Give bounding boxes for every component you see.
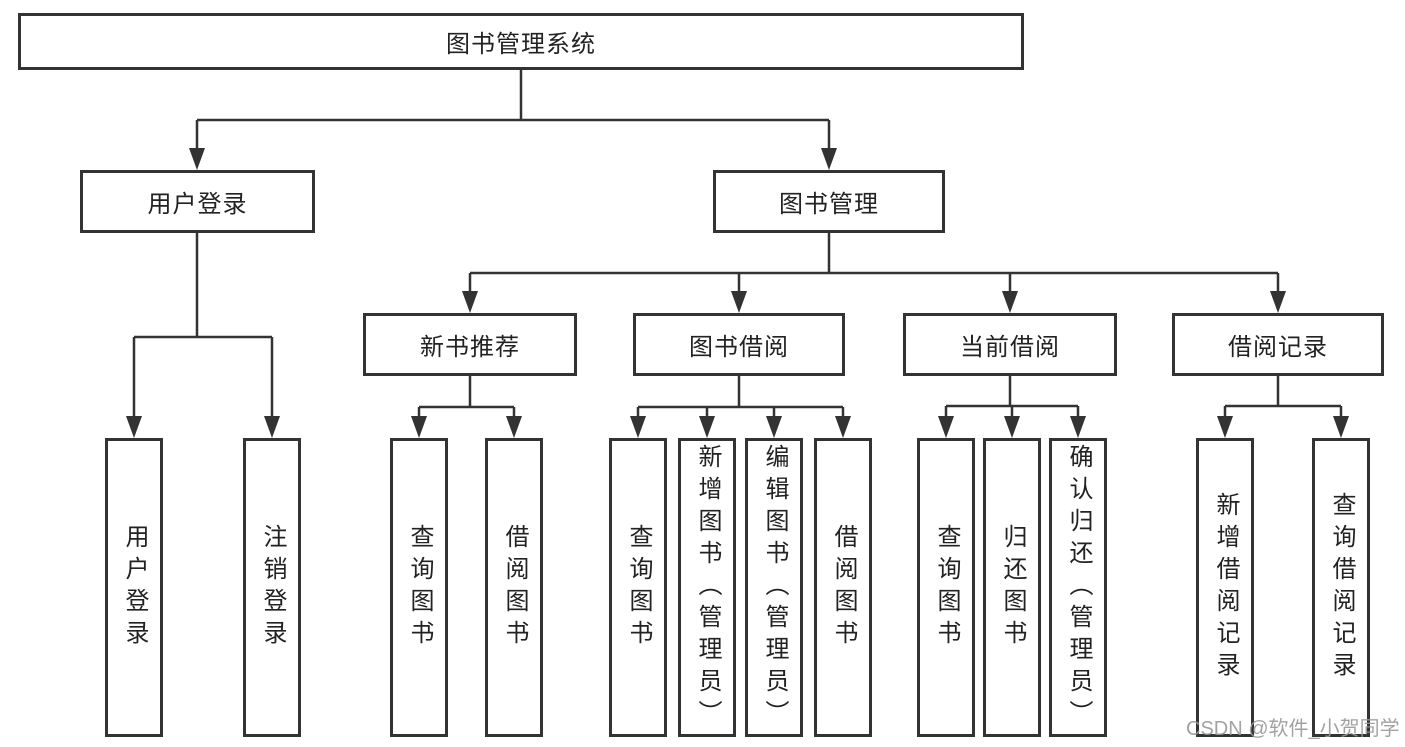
leaf-query-books-2: 查询图书 (609, 438, 667, 737)
arrow-down-icon (1217, 416, 1233, 438)
arrow-down-icon (1002, 291, 1018, 313)
leaf-query-books-3: 查询图书 (917, 438, 975, 737)
arrow-down-icon (835, 416, 851, 438)
leaf-edit-books-admin: 编辑图书（管理员） (745, 438, 803, 737)
leaf-label: 用户登录 (121, 523, 148, 652)
arrow-down-icon (821, 148, 837, 170)
arrow-down-icon (506, 416, 522, 438)
connector-root-to-level2 (195, 70, 831, 150)
connector-current-to-leaves (944, 376, 1080, 418)
connector-userlogin-to-leaves (132, 233, 274, 418)
leaf-return-books: 归还图书 (983, 438, 1041, 737)
connector-borrowing-to-leaves (636, 376, 845, 418)
leaf-label: 查询图书 (933, 523, 960, 652)
leaf-label: 编辑图书（管理员） (761, 443, 788, 732)
leaf-label: 新增图书（管理员） (694, 443, 721, 732)
arrow-down-icon (699, 416, 715, 438)
node-root: 图书管理系统 (18, 13, 1024, 70)
leaf-borrow-books-1: 借阅图书 (485, 438, 543, 737)
node-new-book-recommend: 新书推荐 (363, 313, 577, 376)
arrow-down-icon (126, 416, 142, 438)
leaf-label: 归还图书 (999, 523, 1026, 652)
leaf-query-books-1: 查询图书 (390, 438, 448, 737)
arrow-down-icon (411, 416, 427, 438)
arrow-down-icon (1270, 291, 1286, 313)
leaf-label: 注销登录 (259, 523, 286, 652)
arrow-down-icon (630, 416, 646, 438)
leaf-confirm-return-admin: 确认归还（管理员） (1049, 438, 1107, 737)
node-user-login: 用户登录 (80, 170, 315, 233)
leaf-label: 借阅图书 (830, 523, 857, 652)
node-borrowing-records: 借阅记录 (1172, 313, 1384, 376)
arrow-down-icon (462, 291, 478, 313)
leaf-borrow-books-2: 借阅图书 (814, 438, 872, 737)
csdn-watermark: CSDN @软件_小贺同学 (1186, 718, 1400, 740)
leaf-label: 查询图书 (406, 523, 433, 652)
leaf-label: 查询图书 (625, 523, 652, 652)
leaf-label: 借阅图书 (501, 523, 528, 652)
arrow-down-icon (264, 416, 280, 438)
leaf-add-borrow-record: 新增借阅记录 (1196, 438, 1254, 737)
node-current-borrowing: 当前借阅 (903, 313, 1117, 376)
leaf-label: 新增借阅记录 (1212, 491, 1239, 684)
arrow-down-icon (938, 416, 954, 438)
arrow-down-icon (731, 291, 747, 313)
leaf-label: 确认归还（管理员） (1065, 443, 1092, 732)
leaf-user-login: 用户登录 (105, 438, 163, 737)
arrow-down-icon (1333, 416, 1349, 438)
arrow-down-icon (1004, 416, 1020, 438)
connector-bookmgmt-to-level3 (468, 233, 1280, 293)
connector-newrec-to-leaves (417, 376, 516, 418)
arrow-down-icon (766, 416, 782, 438)
leaf-add-books-admin: 新增图书（管理员） (678, 438, 736, 737)
node-book-borrowing: 图书借阅 (633, 313, 845, 376)
leaf-label: 查询借阅记录 (1328, 491, 1355, 684)
arrow-down-icon (1070, 416, 1086, 438)
leaf-logout: 注销登录 (243, 438, 301, 737)
arrow-down-icon (189, 148, 205, 170)
node-book-management: 图书管理 (713, 170, 945, 233)
connector-records-to-leaves (1223, 376, 1343, 418)
leaf-query-borrow-record: 查询借阅记录 (1312, 438, 1370, 737)
